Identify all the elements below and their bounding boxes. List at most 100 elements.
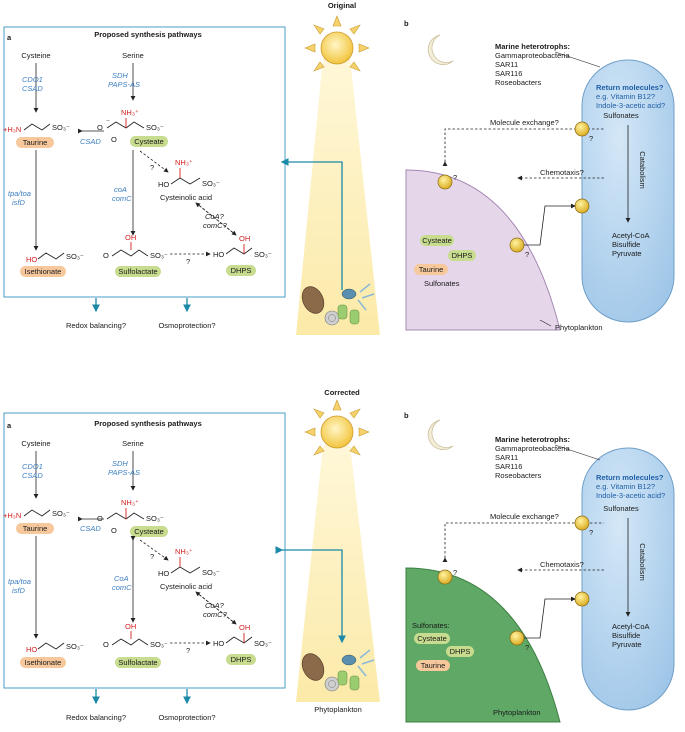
transporter-icon: [574, 591, 590, 607]
cysteate-label: Cysteate: [134, 137, 164, 146]
svg-text:SO₃⁻: SO₃⁻: [66, 642, 84, 651]
transporter-icon: [509, 630, 525, 646]
panel-b-label: b: [404, 19, 409, 28]
exchange-label: Molecule exchange?: [490, 512, 559, 521]
return-line-2: Indole-3-acetic acid?: [596, 101, 665, 110]
heterotroph-item-2: SAR11: [495, 60, 518, 69]
svg-text:?: ?: [150, 163, 154, 172]
heterotroph-item-4: Roseobacters: [495, 78, 542, 87]
sun-icon: [304, 399, 370, 456]
enzyme-cdo1: CDO1: [22, 462, 43, 471]
cell-sulfonates: Sulfonates: [603, 504, 639, 513]
enzyme-comc: comC: [112, 194, 132, 203]
svg-text:SO₃⁻: SO₃⁻: [202, 568, 220, 577]
panel-a-frame: [3, 412, 286, 689]
heterotrophs-title: Marine heterotrophs:: [495, 42, 570, 51]
heterotrophs-title: Marine heterotrophs:: [495, 435, 570, 444]
moon-icon: [427, 34, 454, 65]
svg-text:NH₃⁺: NH₃⁺: [175, 547, 193, 556]
svg-text:?: ?: [186, 257, 190, 266]
phyto-item-taurine: Taurine: [421, 661, 446, 670]
phyto-sulfonates-title: Sulfonates:: [412, 621, 450, 630]
svg-text:O: O: [103, 251, 109, 260]
phyto-item-cysteate: Cysteate: [417, 634, 447, 643]
phytoplankton-cluster-icon: [301, 283, 375, 326]
heterotroph-item-3: SAR116: [495, 69, 522, 78]
phytoplankton-label: Phytoplankton: [493, 708, 541, 717]
osmo-label: Osmoprotection?: [158, 321, 215, 330]
enzyme-csad-2: CSAD: [80, 137, 101, 146]
phytoplankton-caption: Phytoplankton: [314, 705, 362, 714]
svg-text:?: ?: [589, 134, 593, 143]
heterotroph-item-1: Gammaproteobacteria: [495, 51, 570, 60]
svg-text:HO: HO: [26, 645, 37, 654]
enzyme-isfd: isfD: [12, 586, 26, 595]
return-line-1: e.g. Vitamin B12?: [596, 92, 655, 101]
enzyme-comc: comC: [112, 583, 132, 592]
svg-text:OH: OH: [239, 234, 250, 243]
panel-a-frame: [3, 26, 286, 298]
enzyme-paps-as: PAPS-AS: [108, 80, 140, 89]
transporter-icon: [509, 237, 525, 253]
chemotaxis-label: Chemotaxis?: [540, 168, 584, 177]
phytoplankton-cell: [405, 169, 561, 331]
svg-text:O: O: [103, 640, 109, 649]
svg-text:SO₃⁻: SO₃⁻: [202, 179, 220, 188]
svg-text:NH₃⁺: NH₃⁺: [175, 158, 193, 167]
enzyme-cdo1: CDO1: [22, 75, 43, 84]
sun-icon: [304, 15, 370, 72]
enzyme-tpa: tpa/toa: [8, 189, 31, 198]
phyto-item-taurine: Taurine: [419, 265, 444, 274]
transporter-icon: [437, 569, 453, 585]
catabolism-label: Catabolism: [638, 151, 647, 189]
return-line-1: e.g. Vitamin B12?: [596, 482, 655, 491]
svg-text:NH₃⁺: NH₃⁺: [121, 108, 139, 117]
svg-text:HO: HO: [158, 569, 169, 578]
enzyme-coa: CoA: [114, 574, 129, 583]
heterotroph-item-3: SAR116: [495, 462, 522, 471]
taurine-label: Taurine: [23, 138, 48, 147]
phyto-item-dhps: DHPS: [450, 647, 471, 656]
svg-text:?: ?: [186, 646, 190, 655]
sulfolactate-label: Sulfolactate: [118, 267, 157, 276]
transporter-icon: [574, 198, 590, 214]
svg-text:SO₃⁻: SO₃⁻: [146, 123, 164, 132]
svg-text:+H₃N: +H₃N: [3, 511, 21, 520]
isethionate-label: Isethionate: [25, 658, 62, 667]
enzyme-coa: coA: [114, 185, 127, 194]
product-2: Bisulfide: [612, 240, 640, 249]
isethionate-label: Isethionate: [25, 267, 62, 276]
svg-text:O: O: [111, 135, 117, 144]
panel-a-label: a: [7, 421, 12, 430]
svg-text:SO₃⁻: SO₃⁻: [254, 639, 272, 648]
svg-text:?: ?: [150, 552, 154, 561]
svg-text:HO: HO: [26, 255, 37, 264]
transporter-icon: [574, 121, 590, 137]
original-figure: Original a Proposed synthesis pathways C…: [3, 1, 675, 335]
svg-text:SO₃⁻: SO₃⁻: [52, 123, 70, 132]
svg-text:SO₃⁻: SO₃⁻: [146, 514, 164, 523]
enzyme-comc-q: comC?: [203, 610, 228, 619]
svg-text:O: O: [97, 123, 103, 132]
cysteine-label: Cysteine: [21, 439, 50, 448]
cysteine-label: Cysteine: [21, 51, 50, 60]
svg-text:SO₃⁻: SO₃⁻: [150, 251, 168, 260]
product-1: Acetyl-CoA: [612, 231, 650, 240]
enzyme-csad-2: CSAD: [80, 524, 101, 533]
transporter-icon: [574, 515, 590, 531]
svg-text:NH₃⁺: NH₃⁺: [121, 498, 139, 507]
sulfolactate-label: Sulfolactate: [118, 658, 157, 667]
product-3: Pyruvate: [612, 249, 642, 258]
product-3: Pyruvate: [612, 640, 642, 649]
svg-text:?: ?: [525, 250, 529, 259]
svg-text:+H₃N: +H₃N: [3, 125, 21, 134]
svg-text:?: ?: [453, 568, 457, 577]
phytoplankton-label: Phytoplankton: [555, 323, 603, 332]
svg-text:?: ?: [525, 643, 529, 652]
return-line-2: Indole-3-acetic acid?: [596, 491, 665, 500]
panel-b-label: b: [404, 411, 409, 420]
redox-label: Redox balancing?: [66, 321, 126, 330]
svg-text:?: ?: [589, 528, 593, 537]
dhps-label: DHPS: [231, 655, 252, 664]
